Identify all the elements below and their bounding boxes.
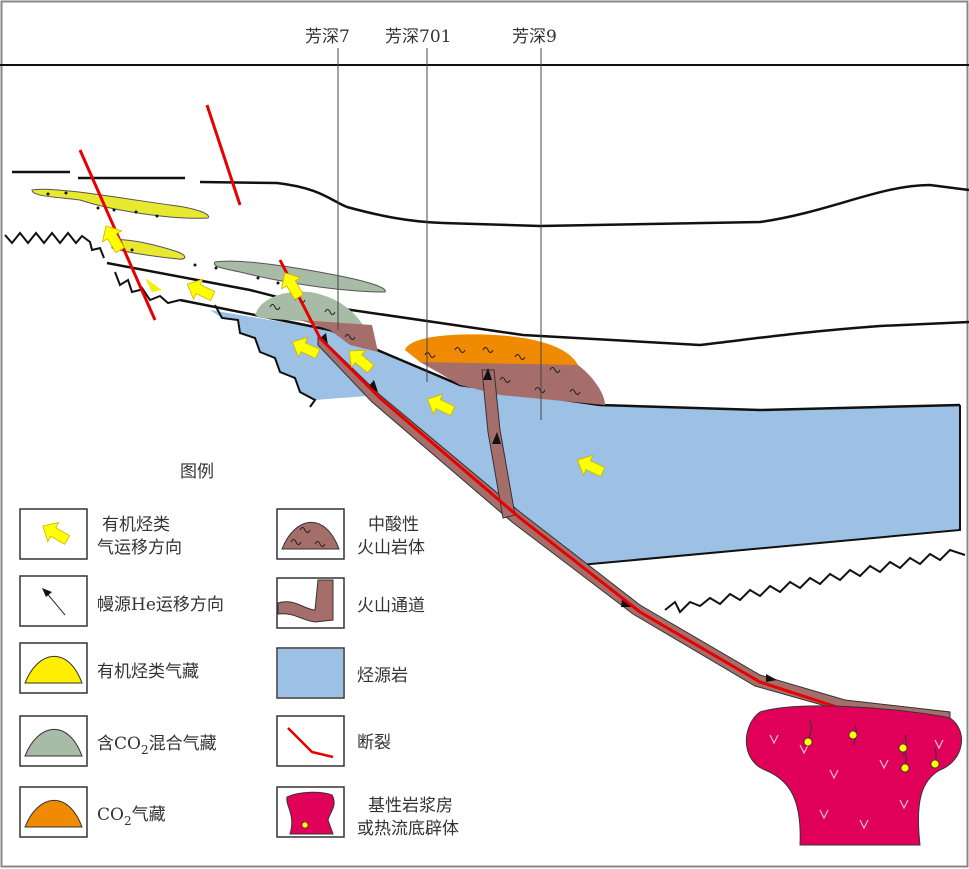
unconformity-zigzag-left [4, 231, 105, 259]
unconformity-zigzag-mid [114, 271, 181, 305]
mixed-gas-dome [255, 291, 372, 345]
heat-bubbles [803, 719, 940, 773]
well-lines [337, 48, 542, 420]
brown-dome-icon [281, 521, 340, 550]
legend-label-organic-migration-2: 气运移方向 [97, 538, 182, 558]
well-label-fangshen9: 芳深9 [512, 27, 557, 47]
co2-gas-dome [405, 334, 578, 365]
volcanic-body-under-co2 [420, 362, 605, 405]
well-label-fangshen7: 芳深7 [305, 27, 350, 47]
red-fault-icon [287, 727, 334, 759]
organic-gas-lens-lower [111, 239, 186, 260]
legend-label-magma-1: 基性岩浆房 [368, 796, 453, 816]
legend: 图例 有机烃类 气运移方向 幔源He运移方向 有机烃类气藏 含CO2混合气藏 C… [19, 462, 459, 839]
blue-box-icon [278, 649, 343, 697]
black-arrow-icon [42, 588, 66, 616]
legend-label-organic-migration-1: 有机烃类 [102, 515, 170, 535]
legend-label-co2-gas: CO2气藏 [97, 805, 166, 828]
yellow-dome-icon [24, 655, 83, 684]
source-rock-outline [579, 405, 961, 566]
source-rock-zigzag [214, 304, 317, 408]
layer-line-1 [12, 170, 969, 228]
mixed-gas-lens [213, 260, 386, 293]
orange-dome-icon [24, 799, 83, 828]
source-rock [210, 310, 960, 565]
legend-label-he-migration: 幔源He运移方向 [97, 595, 224, 615]
small-yellow-wedge [145, 278, 162, 292]
magma-chamber-icon [286, 791, 335, 835]
legend-label-magma-2: 或热流底辟体 [357, 819, 459, 839]
volcanic-channel-icon [277, 579, 334, 623]
fault-upper [205, 104, 242, 206]
fault-main [278, 259, 951, 722]
magma-chamber [745, 705, 962, 846]
legend-label-organic-gas: 有机烃类气藏 [97, 662, 199, 682]
legend-label-source-rock: 烃源岩 [357, 666, 408, 686]
legend-label-volcanic-body-2: 火山岩体 [357, 538, 425, 558]
unconformity-zigzag-right [664, 548, 966, 614]
magma-texture [769, 734, 944, 830]
well-label-fangshen701: 芳深701 [385, 27, 451, 47]
legend-label-fault: 断裂 [357, 733, 391, 753]
legend-label-volcanic-channel: 火山通道 [357, 596, 425, 616]
legend-label-volcanic-body-1: 中酸性 [368, 515, 419, 535]
layer-line-2 [106, 261, 969, 347]
legend-label-mixed-gas: 含CO2混合气藏 [97, 734, 217, 757]
organic-gas-lens-upper [31, 188, 210, 219]
legend-title: 图例 [180, 462, 214, 482]
volcanic-body-under-mixed [300, 320, 378, 352]
gray-dome-icon [24, 728, 83, 757]
